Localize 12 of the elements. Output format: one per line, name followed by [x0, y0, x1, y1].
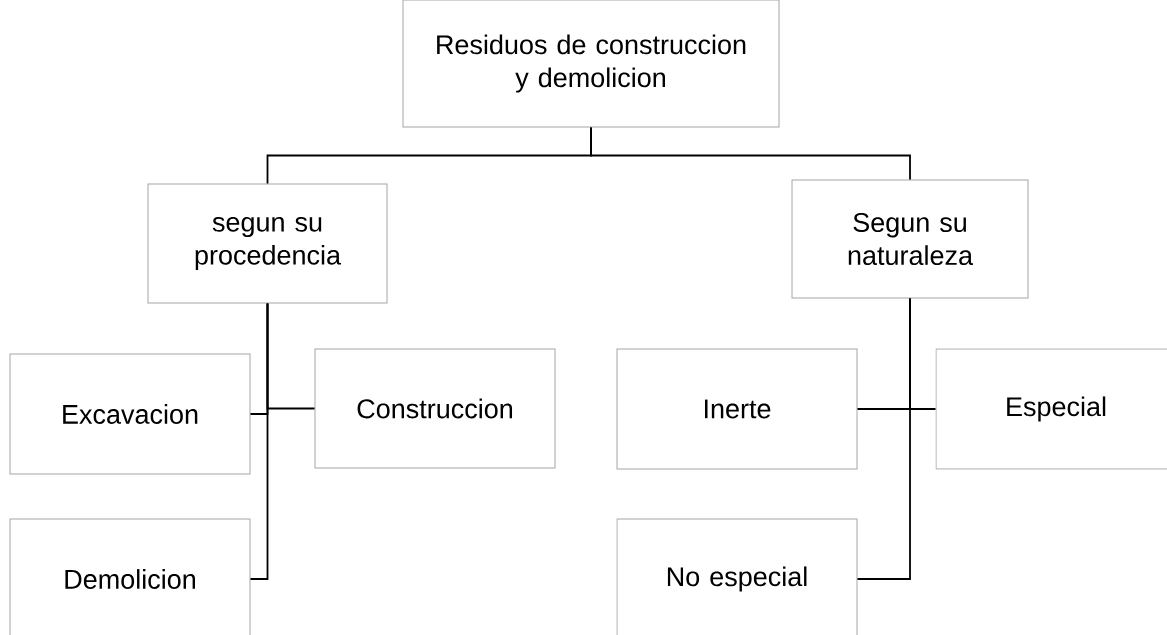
category-box: No especial	[616, 518, 858, 635]
connector-line	[590, 126, 911, 181]
category-box: Especial	[935, 348, 1167, 470]
category-box: Construccion	[314, 348, 556, 469]
category-box: Segun su naturaleza	[791, 179, 1029, 299]
category-box: Inerte	[616, 348, 858, 470]
category-box: Excavacion	[9, 353, 251, 475]
category-box: Residuos de construccion y demolicion	[402, 0, 780, 128]
connector-line	[249, 302, 269, 580]
connector-line	[856, 297, 911, 580]
category-box: Demolicion	[9, 518, 251, 635]
category-box: segun su procedencia	[147, 183, 388, 304]
